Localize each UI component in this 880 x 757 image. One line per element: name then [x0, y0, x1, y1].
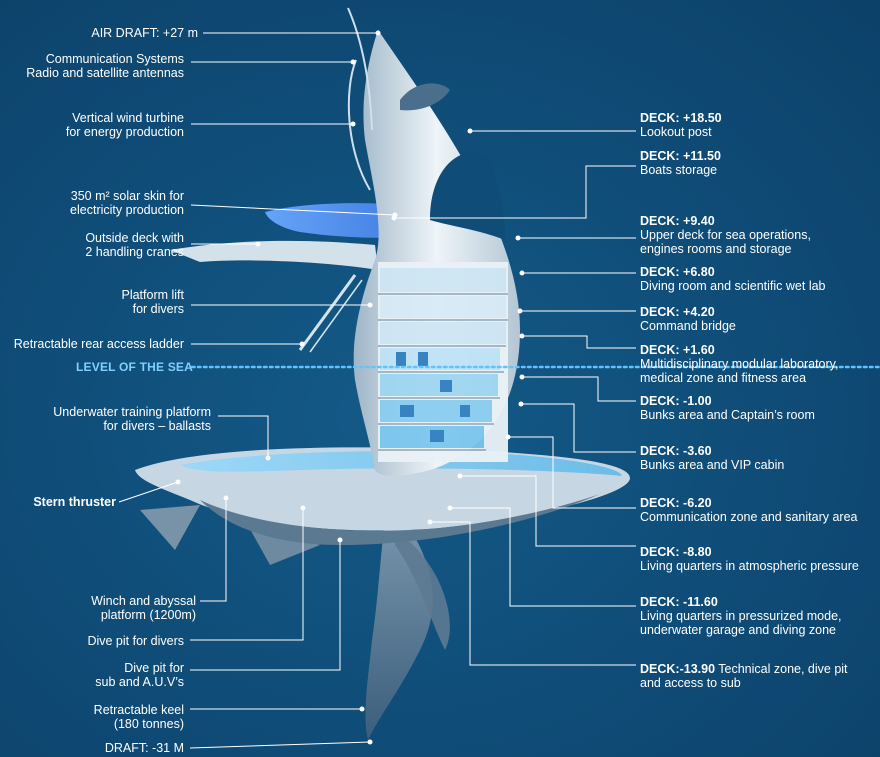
rear-ladder-rail: [309, 279, 363, 353]
deck-cross-section: [378, 262, 508, 462]
keel-shape: [365, 520, 433, 740]
deck-label-18-50: DECK: +18.50 Lookout post: [640, 111, 722, 139]
left-leader-dots: [175, 30, 398, 745]
deck-label-1-60: DECK: +1.60 Multidisciplinary modular la…: [640, 343, 839, 385]
right-leader-lines: [394, 130, 636, 666]
lower-platform-under: [200, 494, 600, 545]
deck-inline-m13-90: Technical zone, dive pit: [715, 662, 848, 676]
deck-label-m3-60: DECK: -3.60 Bunks area and VIP cabin: [640, 444, 785, 472]
label-winch: Winch and abyssal platform (1200m): [91, 594, 196, 622]
label-wind-turbine: Vertical wind turbine for energy product…: [65, 111, 184, 139]
deck-label-m11-60: DECK: -11.60 Living quarters in pressuri…: [640, 595, 842, 637]
label-stern-thruster: Stern thruster: [33, 495, 116, 509]
right-leader-dots: [391, 128, 525, 525]
rear-ladder: [298, 274, 357, 351]
label-dive-pit-sub: Dive pit for sub and A.U.V’s: [95, 661, 184, 689]
label-keel: Retractable keel (180 tonnes): [93, 703, 184, 731]
lookout-window: [400, 83, 450, 111]
outside-deck-shape: [170, 240, 378, 270]
stern-fin: [140, 505, 200, 550]
deck-level-m13-90: DECK:-13.90: [640, 662, 716, 676]
label-draft: DRAFT: -31 M: [104, 741, 184, 755]
wind-turbine: [347, 59, 371, 191]
label-solar-skin: 350 m² solar skin for electricity produc…: [70, 189, 184, 217]
deck-label-4-20: DECK: +4.20 Command bridge: [640, 305, 736, 333]
deck-label-11-50: DECK: +11.50 Boats storage: [640, 149, 721, 177]
deck-label-6-80: DECK: +6.80 Diving room and scientific w…: [640, 265, 826, 293]
label-outside-deck: Outside deck with 2 handling cranes: [85, 231, 184, 259]
label-air-draft: AIR DRAFT: +27 m: [91, 26, 198, 40]
label-rear-ladder: Retractable rear access ladder: [13, 337, 184, 351]
label-communication-systems: Communication Systems Radio and satellit…: [26, 52, 184, 80]
deck-label-m1-00: DECK: -1.00 Bunks area and Captain’s roo…: [640, 394, 815, 422]
label-platform-lift: Platform lift for divers: [121, 288, 184, 316]
deck-label-9-40: DECK: +9.40 Upper deck for sea operation…: [640, 214, 811, 256]
label-training-platform: Underwater training platform for divers …: [53, 405, 211, 433]
deck-label-m8-80: DECK: -8.80 Living quarters in atmospher…: [640, 545, 859, 573]
bow-fin: [395, 530, 450, 650]
left-leader-lines: [118, 32, 396, 749]
deck-label-m6-20: DECK: -6.20 Communication zone and sanit…: [640, 496, 858, 524]
sea-level-label: LEVEL OF THE SEA: [76, 360, 193, 374]
label-dive-pit-divers: Dive pit for divers: [87, 634, 184, 648]
deck-label-m13-90: DECK:-13.90 Technical zone, dive pit and…: [640, 662, 848, 690]
antenna-mast: [347, 7, 373, 131]
